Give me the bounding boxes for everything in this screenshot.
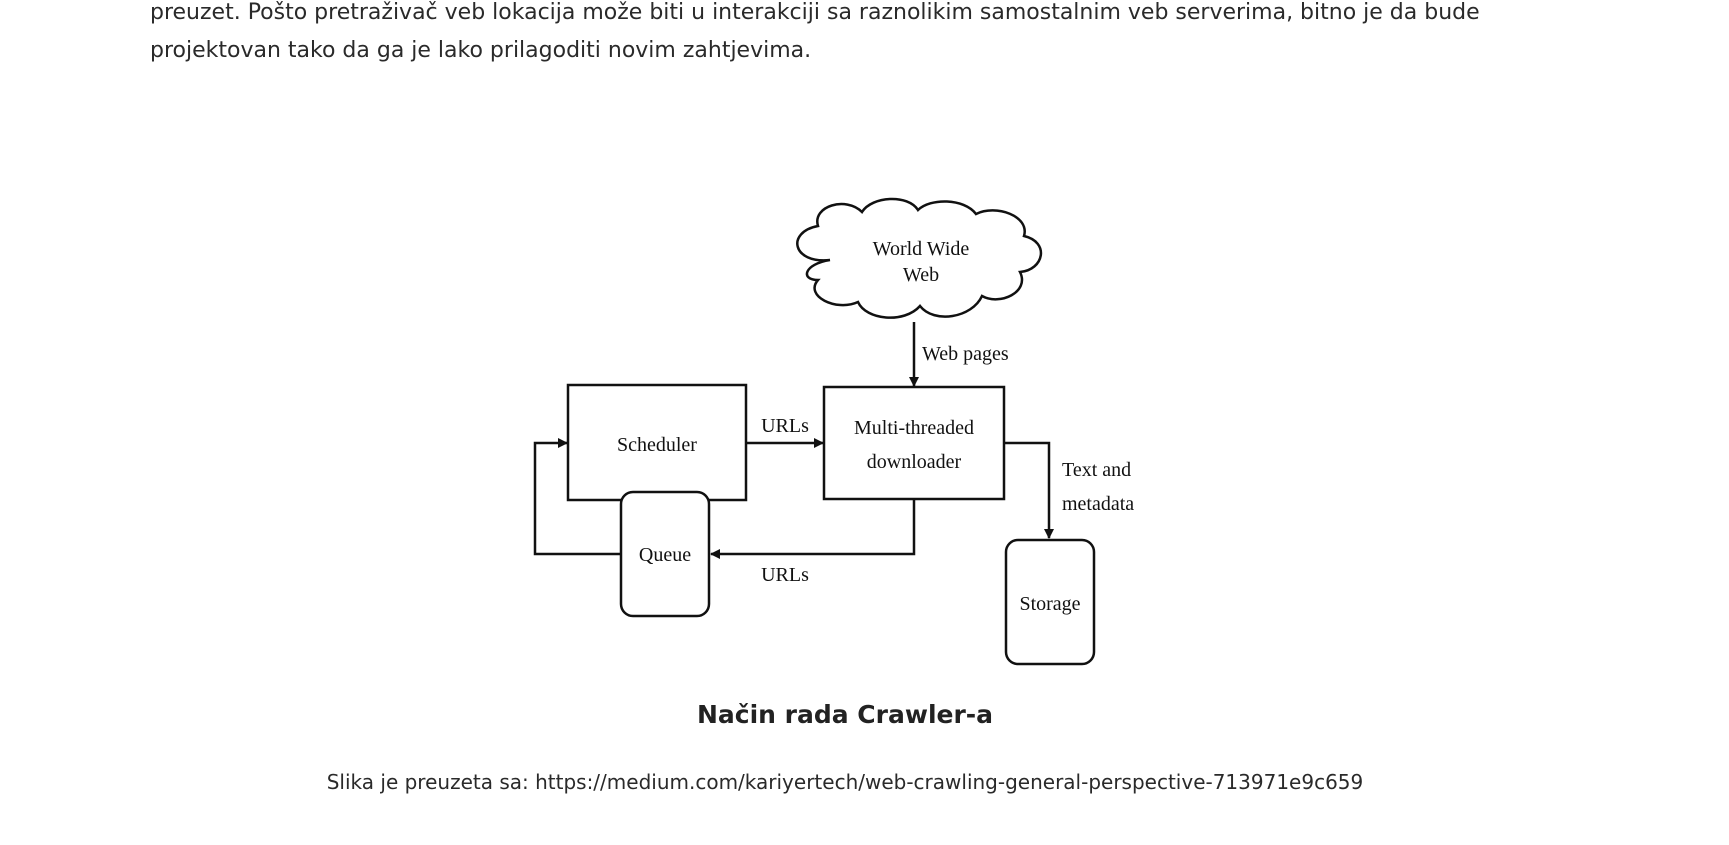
figure-source: Slika je preuzeta sa: https://medium.com… [326,770,1364,794]
cloud-label-line2: Web [903,264,939,286]
paragraph-line: preuzet. Pošto pretraživač veb lokacija … [150,0,1480,25]
world-wide-web-cloud: World Wide Web [796,197,1043,319]
queue-label: Queue [639,544,691,566]
urls-bottom-label: URLs [761,564,809,586]
scheduler-label: Scheduler [617,434,697,456]
downloader-label-line1: Multi-threaded [854,417,974,439]
storage-box [1004,538,1096,666]
text-metadata-label-line1: Text and [1062,459,1131,481]
text-metadata-label-line2: metadata [1062,493,1134,515]
storage-label: Storage [1019,593,1080,615]
cloud-label-line1: World Wide [873,238,970,260]
web-pages-label: Web pages [922,343,1009,365]
urls-top-label: URLs [761,415,809,437]
article-paragraph: preuzet. Pošto pretraživač veb lokacija … [150,0,1480,70]
text-metadata-arrow [1004,441,1054,539]
queue-to-scheduler-arrow [533,438,622,556]
urls-bottom-arrow [710,499,916,559]
queue-box [619,490,711,618]
figure-caption: Način rada Crawler-a [696,700,994,729]
downloader-box [822,385,1006,501]
downloader-label-line2: downloader [867,451,962,473]
paragraph-line: projektovan tako da ga je lako prilagodi… [150,38,812,63]
